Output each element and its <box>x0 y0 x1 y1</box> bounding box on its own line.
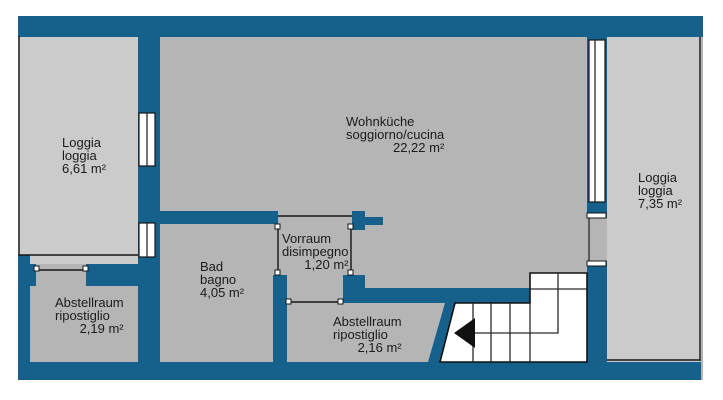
room-name-de: Loggia <box>62 135 102 150</box>
room-area: 2,19 m² <box>79 321 124 337</box>
window-bath-icon <box>138 222 156 258</box>
door-loggia-right-icon <box>586 212 607 267</box>
room-area: 22,22 m² <box>392 140 445 156</box>
room-name-it: bagno <box>200 272 237 288</box>
loggia-outlines <box>18 36 701 361</box>
door-loggia-left-icon <box>33 264 89 286</box>
loggia-left-floor <box>18 36 140 264</box>
room-area: 6,61 m² <box>62 161 107 177</box>
room-area: 2,16 m² <box>357 340 402 356</box>
room-label-storage-bottom: Abstellraum ripostiglio 2,16 m² <box>333 315 402 355</box>
window-loggia-right-icon <box>588 39 606 203</box>
room-label-storage-left: Abstellraum ripostiglio 2,19 m² <box>55 296 124 336</box>
stair-direction-arrow-icon <box>454 318 475 348</box>
staircase <box>438 272 588 363</box>
room-label-loggia-left: Loggia loggia 6,61 m² <box>62 136 106 176</box>
room-name-de: Wohnküche <box>346 114 415 129</box>
room-name-de: Abstellraum <box>333 314 402 329</box>
room-area: 4,05 m² <box>200 285 245 301</box>
room-name-it: soggiorno/cucina <box>346 127 445 143</box>
room-name-de: Vorraum <box>282 231 332 246</box>
loggia-floors <box>18 36 701 362</box>
room-label-bath: Bad bagno 4,05 m² <box>200 260 244 300</box>
room-area: 1,20 m² <box>304 257 349 273</box>
room-name-de: Loggia <box>638 170 678 185</box>
room-area: 7,35 m² <box>638 196 683 212</box>
room-label-hall: Vorraum disimpegno 1,20 m² <box>282 232 349 272</box>
room-name-it: ripostiglio <box>333 327 388 343</box>
room-name-it: loggia <box>62 148 97 164</box>
room-name-it: loggia <box>638 183 673 199</box>
room-name-de: Abstellraum <box>55 295 124 310</box>
room-label-loggia-right: Loggia loggia 7,35 m² <box>638 171 682 211</box>
room-label-living: Wohnküche soggiorno/cucina 22,22 m² <box>346 115 444 155</box>
room-name-it: ripostiglio <box>55 308 110 324</box>
room-name-de: Bad <box>200 259 224 274</box>
window-loggia-left-icon <box>138 112 156 167</box>
stair-diagonal-wall <box>428 303 457 362</box>
stair-walkline <box>455 273 559 334</box>
door-jambs <box>274 223 354 305</box>
room-name-it: disimpegno <box>282 244 349 260</box>
door-openings <box>33 212 607 305</box>
loggia-right-floor <box>607 36 701 362</box>
windows <box>138 39 606 258</box>
